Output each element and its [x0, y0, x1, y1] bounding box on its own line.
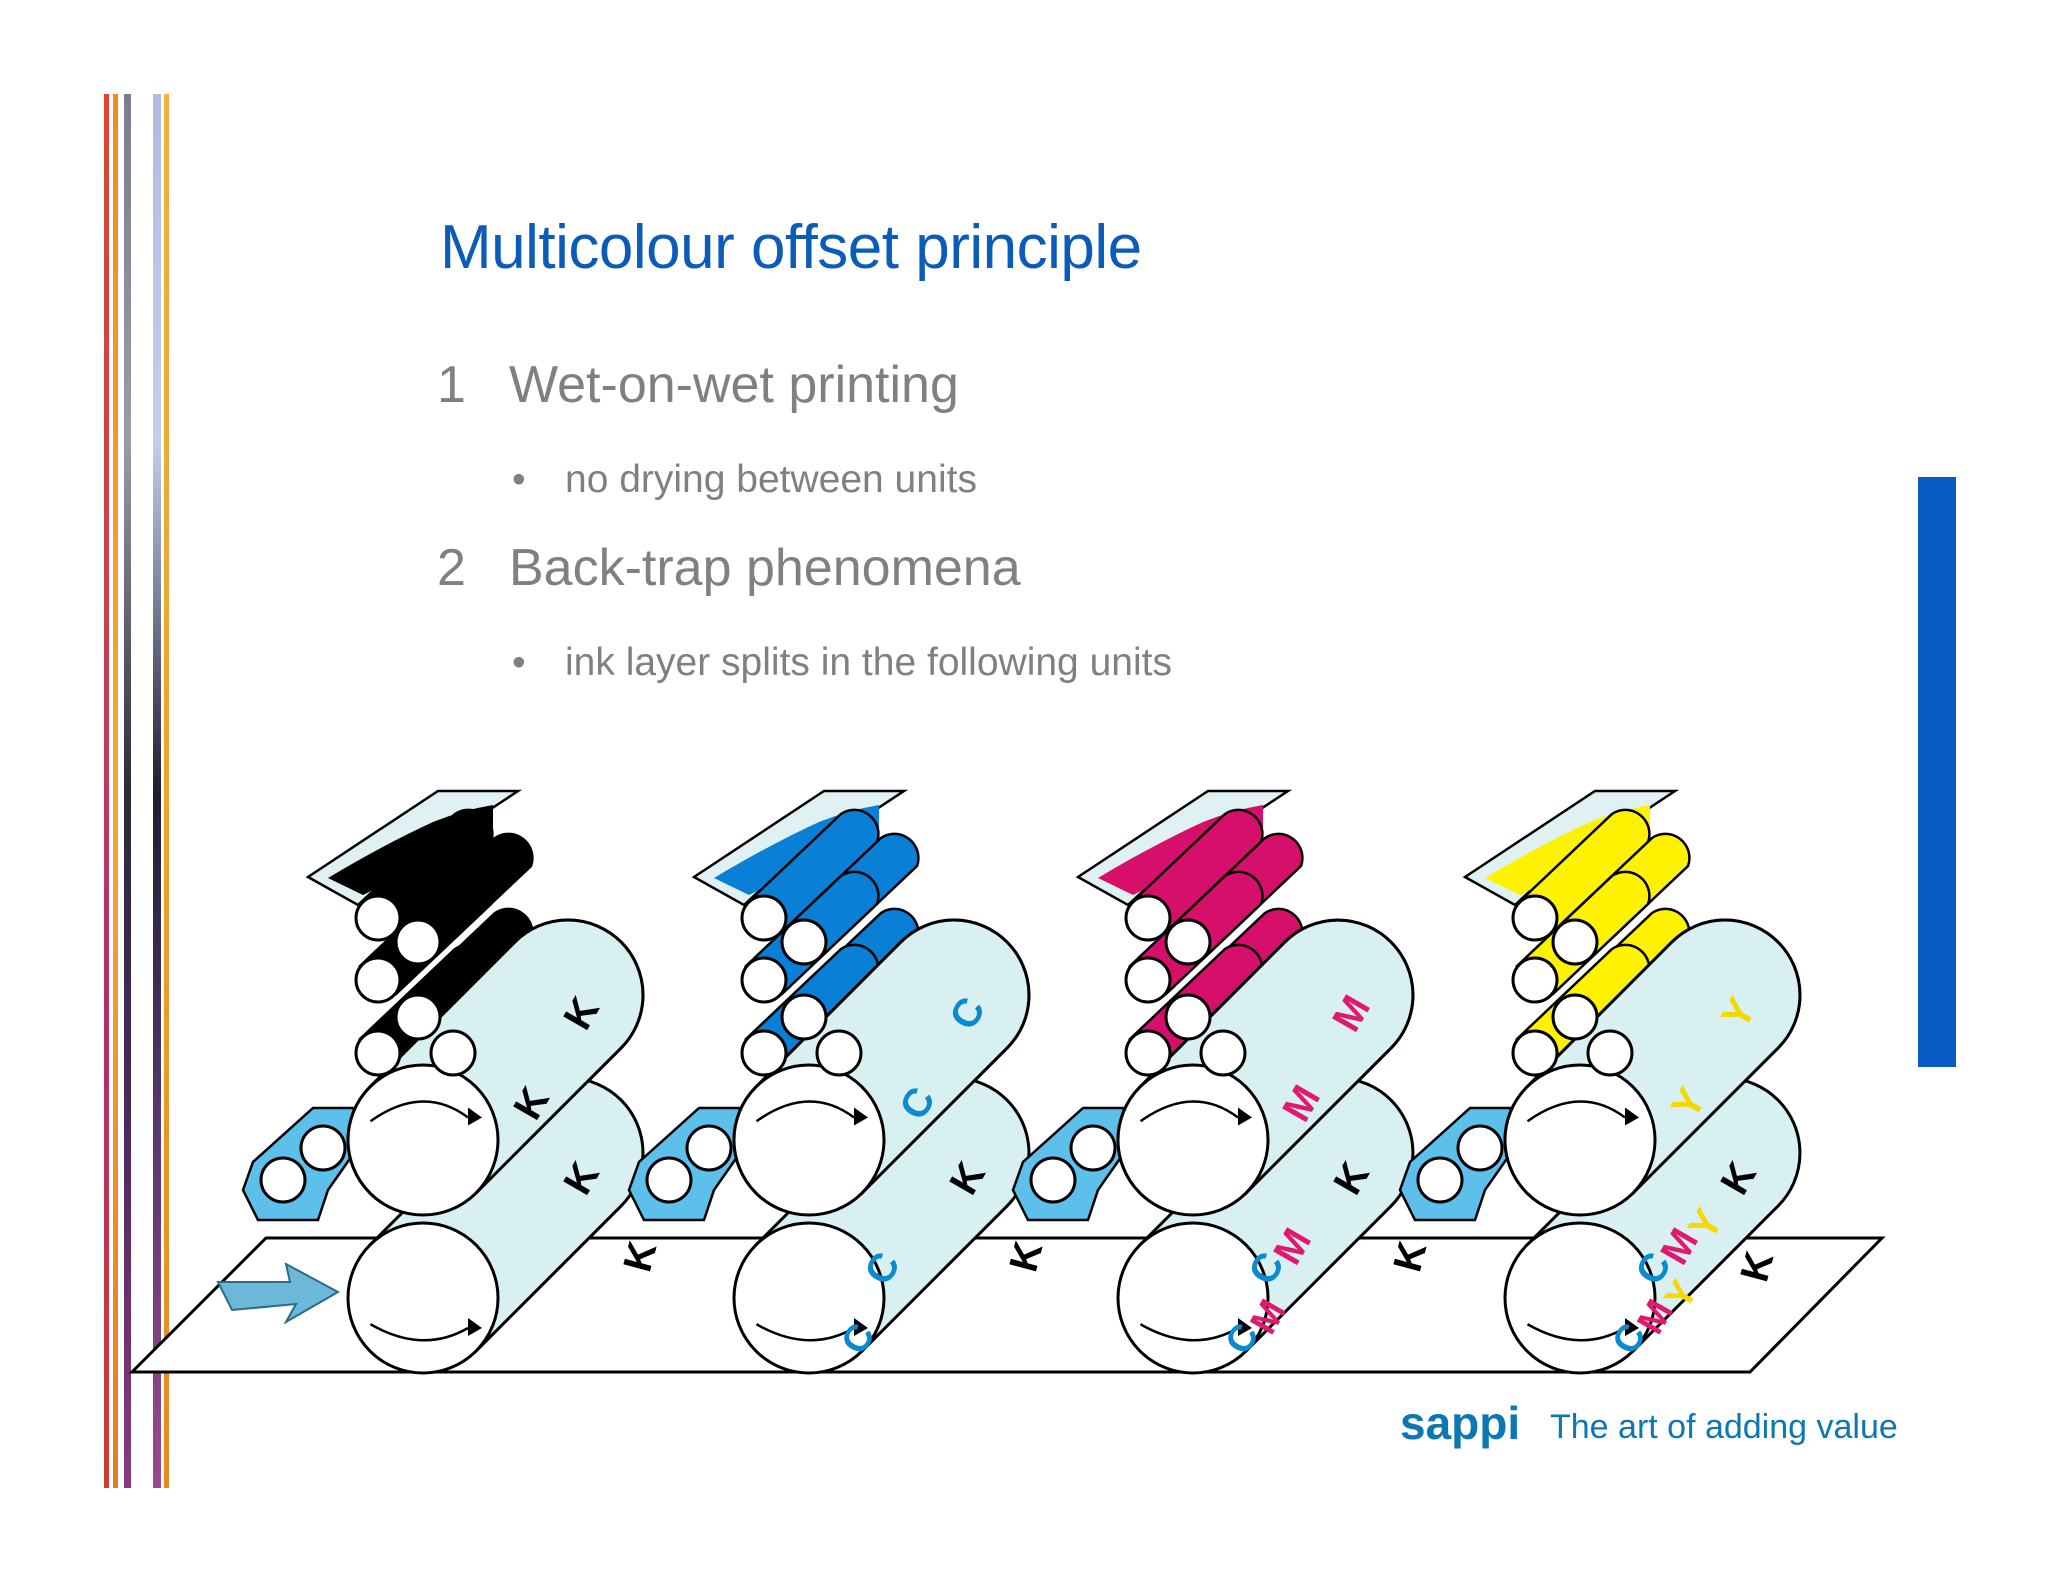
inking-roller-end: [1586, 1029, 1634, 1077]
damping-trough: [1011, 1106, 1135, 1222]
impression-rotation-arrow-head: [854, 1318, 868, 1336]
impression-cylinder: [346, 1076, 645, 1375]
impression-rotation-arrow: [1526, 1323, 1626, 1342]
inking-roller-end: [354, 956, 402, 1004]
inking-roller-end: [1511, 894, 1559, 942]
point-heading-text: Wet-on-wet printing: [509, 356, 959, 414]
inking-roller-end: [1199, 1029, 1247, 1077]
point-number: 2: [437, 539, 466, 597]
damping-roller: [299, 1124, 347, 1172]
inking-roller-end: [1551, 993, 1599, 1041]
plate-rotation-arrow: [1139, 1100, 1239, 1123]
inking-roller-end: [354, 1029, 402, 1077]
cylinder-end: [732, 1221, 886, 1375]
inking-roller-end: [1164, 993, 1212, 1041]
inking-roller-end: [354, 894, 402, 942]
sappi-logo: sappi: [1400, 1397, 1521, 1449]
point-heading-text: Back-trap phenomena: [509, 539, 1021, 597]
plate-cylinder-front: [346, 918, 645, 1217]
plate-rotation-arrow-head: [854, 1107, 868, 1126]
damping-roller: [685, 1124, 733, 1172]
inking-roller-end: [1124, 956, 1172, 1004]
accent-bar: [1918, 477, 1956, 1067]
damping-roller: [1069, 1124, 1117, 1172]
point-number: 1: [437, 356, 466, 414]
inking-roller-end: [740, 894, 788, 942]
inking-roller-end: [780, 918, 828, 966]
inking-roller-end: [815, 1029, 863, 1077]
damping-trough: [1398, 1106, 1522, 1222]
impression-rotation-arrow: [1139, 1323, 1239, 1342]
slide-title: Multicolour offset principle: [440, 213, 1142, 282]
impression-cylinder: [1503, 1077, 1801, 1375]
footer-branding: sappi The art of adding value: [1400, 1396, 1920, 1460]
damping-roller: [1029, 1156, 1077, 1204]
inking-roller-end: [394, 993, 442, 1041]
inking-roller-end: [1124, 894, 1172, 942]
decorative-stripes: [104, 94, 172, 1488]
plate-rotation-arrow: [1526, 1100, 1626, 1123]
plate-rotation-arrow-head: [1238, 1107, 1252, 1126]
cylinder-end: [1503, 1063, 1657, 1217]
bullet-text: ink layer splits in the following units: [565, 641, 1172, 684]
plate-rotation-arrow-head: [1625, 1107, 1639, 1126]
plate-rotation-arrow-head: [468, 1107, 482, 1126]
cylinder-end: [1503, 1221, 1657, 1375]
impression-cylinder: [732, 1077, 1030, 1375]
damping-trough: [627, 1106, 751, 1222]
tagline: The art of adding value: [1550, 1408, 1898, 1446]
damping-roller: [1416, 1156, 1464, 1204]
feed-direction-arrow: [216, 1262, 341, 1325]
inking-roller-end: [740, 1029, 788, 1077]
plate-cylinder-front: [1503, 919, 1801, 1217]
impression-rotation-arrow: [369, 1323, 469, 1342]
cylinder-end: [732, 1063, 886, 1217]
inking-roller-end: [429, 1029, 477, 1077]
impression-rotation-arrow: [755, 1323, 855, 1342]
impression-rotation-arrow-head: [1625, 1318, 1639, 1336]
inking-roller-end: [1551, 918, 1599, 966]
damping-roller: [259, 1156, 307, 1204]
bullet-text: no drying between units: [565, 458, 977, 501]
inking-roller-end: [1164, 918, 1212, 966]
plate-rotation-arrow: [369, 1100, 469, 1123]
bullet-dot: •: [512, 641, 526, 684]
cylinder-end: [346, 1063, 500, 1217]
plate-rotation-arrow: [755, 1100, 855, 1123]
inking-roller-end: [780, 993, 828, 1041]
damping-roller: [1456, 1124, 1504, 1172]
plate-cylinder-front: [732, 918, 1031, 1217]
cylinder-end: [1116, 1221, 1270, 1375]
plate-cylinder-front: [1116, 919, 1414, 1217]
inking-roller-end: [1511, 1029, 1559, 1077]
cylinder-end: [1116, 1063, 1270, 1217]
damping-roller: [645, 1156, 693, 1204]
inking-roller-end: [1511, 956, 1559, 1004]
inking-roller-end: [394, 918, 442, 966]
bullet-dot: •: [512, 458, 526, 501]
impression-rotation-arrow-head: [468, 1318, 482, 1336]
inking-roller-end: [1124, 1029, 1172, 1077]
impression-rotation-arrow-head: [1238, 1318, 1252, 1336]
cylinder-end: [346, 1221, 500, 1375]
inking-roller-end: [740, 956, 788, 1004]
damping-trough: [241, 1106, 365, 1222]
